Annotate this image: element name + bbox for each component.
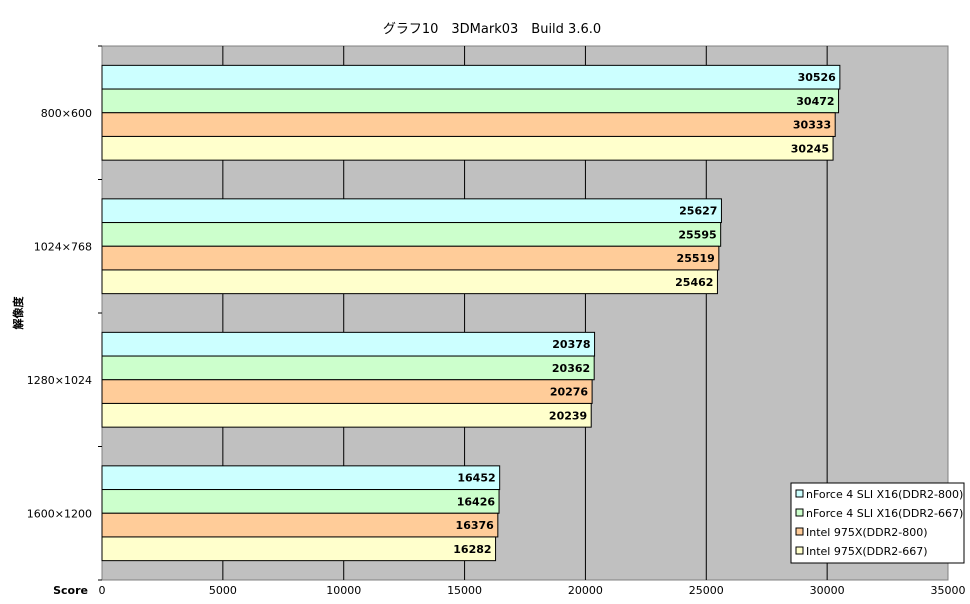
data-label: 20378 <box>552 338 590 351</box>
legend: nForce 4 SLI X16(DDR2-800) nForce 4 SLI X… <box>790 482 965 564</box>
category-label: 1600×1200 <box>27 507 92 520</box>
data-label: 20239 <box>549 409 587 422</box>
bar <box>101 402 592 428</box>
data-label: 30245 <box>791 142 829 155</box>
data-label: 25627 <box>679 205 717 218</box>
data-label: 25519 <box>677 252 715 265</box>
bar <box>101 269 718 295</box>
bar <box>101 489 500 514</box>
x-tick-label: 15000 <box>447 584 482 597</box>
x-tick-label: 10000 <box>326 584 361 597</box>
data-label: 30526 <box>798 71 837 84</box>
bar <box>101 331 596 357</box>
data-label: 16376 <box>456 519 495 532</box>
data-label: 16452 <box>457 472 495 485</box>
legend-swatch <box>795 527 804 536</box>
data-label: 25462 <box>675 276 713 289</box>
bar <box>101 222 722 247</box>
bar <box>101 465 501 491</box>
bar <box>101 88 840 114</box>
bar <box>101 135 834 161</box>
y-axis-label: 解像度 <box>11 296 25 330</box>
bar <box>101 379 593 404</box>
x-axis-label: Score <box>53 584 88 597</box>
legend-swatch <box>795 489 804 498</box>
legend-entry: Intel 975X(DDR2-800) <box>806 526 928 539</box>
data-label: 16426 <box>457 495 496 508</box>
category-label: 1024×768 <box>34 240 92 253</box>
legend-swatch <box>795 508 804 517</box>
x-tick-label: 20000 <box>568 584 603 597</box>
bar <box>101 512 499 538</box>
legend-swatch <box>795 546 804 555</box>
category-label: 1280×1024 <box>27 374 92 387</box>
data-label: 20362 <box>552 362 590 375</box>
legend-entry: nForce 4 SLI X16(DDR2-667) <box>806 507 963 520</box>
legend-entry: Intel 975X(DDR2-667) <box>806 545 928 558</box>
bar <box>101 112 836 137</box>
x-tick-label: 25000 <box>689 584 724 597</box>
data-label: 30472 <box>796 95 834 108</box>
bar <box>101 245 720 271</box>
bar <box>101 198 722 224</box>
bar <box>101 536 497 562</box>
bar <box>101 355 595 381</box>
data-label: 25595 <box>678 228 716 241</box>
x-tick-label: 30000 <box>810 584 845 597</box>
data-label: 30333 <box>793 119 831 132</box>
bar <box>101 64 841 90</box>
category-label: 800×600 <box>41 107 92 120</box>
data-label: 20276 <box>550 386 589 399</box>
data-label: 16282 <box>453 543 491 556</box>
legend-entry: nForce 4 SLI X16(DDR2-800) <box>806 488 963 501</box>
x-tick-label: 35000 <box>931 584 966 597</box>
x-tick-label: 5000 <box>209 584 237 597</box>
chart-title: グラフ10 3DMark03 Build 3.6.0 <box>383 22 601 37</box>
x-tick-label: 0 <box>99 584 106 597</box>
legend-box <box>790 482 965 564</box>
